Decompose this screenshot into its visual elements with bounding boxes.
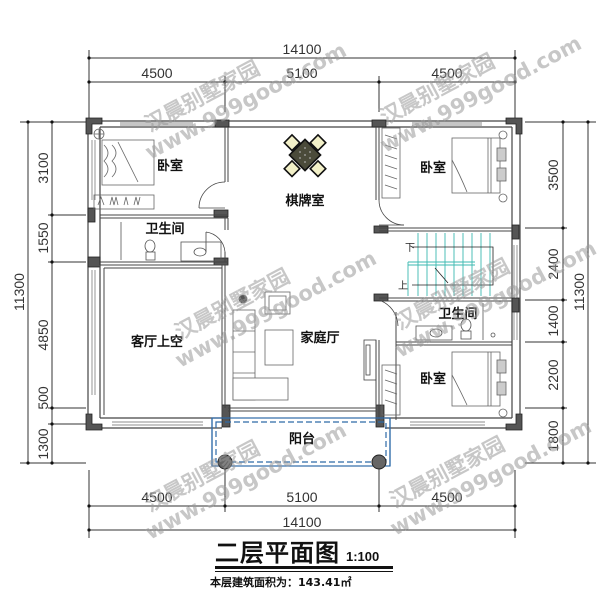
title-underline-thick — [215, 566, 393, 569]
room-label-balcony: 阳台 — [289, 431, 315, 447]
left-dimension-1: 3100 — [35, 152, 51, 183]
bottom-dimension-2: 5100 — [286, 489, 317, 505]
windows — [91, 122, 518, 426]
bed-east-bottom — [381, 351, 508, 418]
right-dimension-5: 1800 — [545, 420, 561, 451]
doors — [198, 181, 405, 381]
bed-west — [93, 128, 155, 210]
bottom-dimensions — [87, 466, 517, 538]
bottom-total-dimension: 14100 — [283, 514, 322, 530]
stair-down-label: 下 — [405, 243, 415, 254]
top-dimensions — [87, 50, 517, 120]
sofa-set — [232, 291, 294, 401]
room-label-bathroom-east: 卫生间 — [438, 306, 477, 322]
top-dimension-2: 5100 — [286, 65, 317, 81]
right-dimension-4: 2200 — [545, 359, 561, 390]
right-total-dimension: 11300 — [571, 273, 587, 311]
right-dimension-3: 1400 — [545, 305, 561, 336]
bottom-dimension-3: 4500 — [431, 489, 462, 505]
watermarks: 汉晨别墅家园 www.999good.com 汉晨别墅家园 www.999goo… — [141, 31, 600, 545]
top-dimension-3: 4500 — [431, 65, 462, 81]
right-dimensions — [525, 120, 596, 465]
room-label-bedroom-east-top: 卧室 — [420, 160, 446, 176]
left-dimension-4: 500 — [35, 386, 51, 410]
balcony-column-left — [217, 454, 233, 470]
bed-east-top — [381, 127, 508, 203]
mahjong-table-icon — [283, 133, 327, 178]
bathroom-west-fixtures — [120, 222, 222, 262]
interior-walls — [99, 127, 512, 420]
balcony-railing — [211, 417, 391, 467]
staircase — [407, 233, 491, 296]
room-label-bedroom-west: 卧室 — [157, 158, 183, 174]
bottom-dimension-1: 4500 — [141, 489, 172, 505]
right-dimension-2: 2400 — [545, 248, 561, 279]
plan-title: 二层平面图 — [215, 539, 340, 567]
left-total-dimension: 11300 — [11, 273, 27, 311]
floor-area-text: 本层建筑面积为：143.41㎡ — [210, 576, 352, 589]
top-dimension-1: 4500 — [141, 65, 172, 81]
plan-title-block: 二层平面图 1:100 — [215, 533, 393, 572]
balcony-column-right — [371, 454, 387, 470]
room-label-bedroom-east-bottom: 卧室 — [420, 371, 446, 387]
plan-scale: 1:100 — [346, 549, 380, 564]
left-dimension-3: 4850 — [35, 319, 51, 350]
top-total-dimension: 14100 — [283, 41, 322, 57]
right-dimension-1: 3500 — [545, 159, 561, 190]
stair-up-label: 上 — [398, 280, 408, 292]
room-label-bathroom-west: 卫生间 — [145, 221, 184, 237]
left-dimensions — [20, 120, 86, 465]
bathroom-east-fixtures — [415, 303, 496, 341]
left-dimension-2: 1550 — [35, 222, 51, 253]
room-label-family-hall: 家庭厅 — [300, 330, 339, 346]
title-underline-thin — [215, 571, 393, 572]
room-label-chess-room: 棋牌室 — [284, 193, 324, 209]
room-label-living-void: 客厅上空 — [131, 334, 183, 350]
stair-arrows — [412, 246, 494, 286]
left-dimension-5: 1300 — [35, 428, 51, 459]
